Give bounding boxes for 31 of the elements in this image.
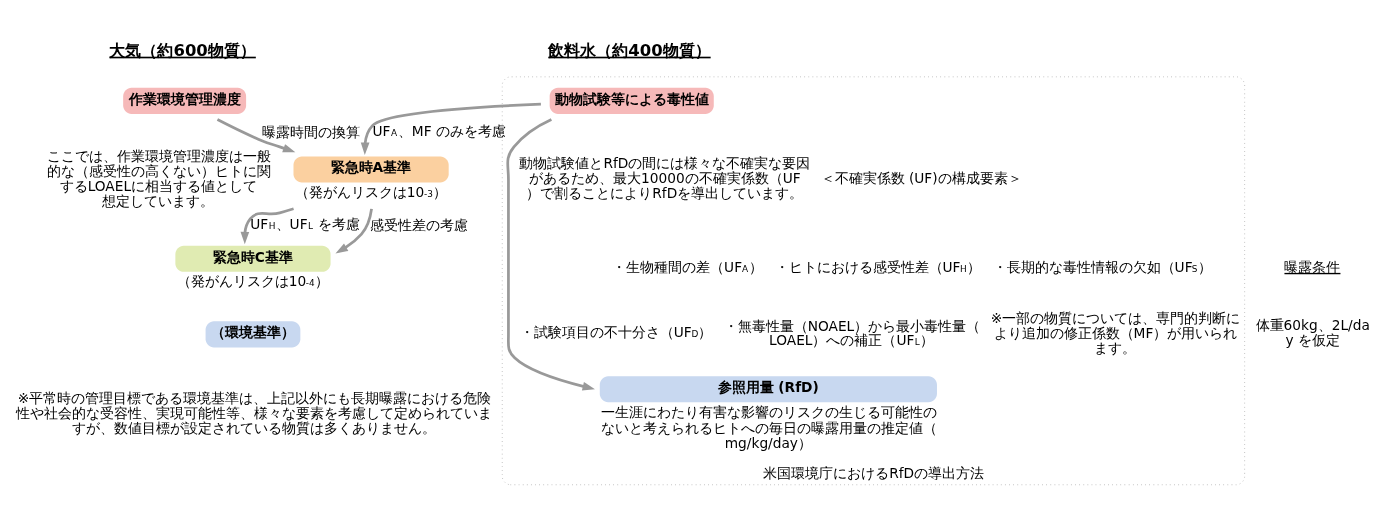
label: ※一部の物質については、専門的判断により追加の修正係数（MF）が用いられます。	[990, 309, 1241, 356]
arrow	[240, 207, 294, 245]
label: 飲料水（約400物質）	[548, 40, 711, 60]
node-label: （発がんリスクは10-4）	[176, 273, 329, 290]
arrow	[335, 208, 373, 254]
arrow	[216, 118, 296, 153]
node-box: 参照用量 (RfD)	[599, 376, 937, 403]
edge-label: 曝露時間の換算	[261, 123, 360, 140]
node-box: 緊急時A基準	[293, 156, 449, 183]
label: ＜不確実係数 (UF)の構成要素＞	[820, 170, 1022, 187]
arrow	[506, 118, 595, 391]
label: ・試験項目の不十分さ（UFD）	[519, 324, 713, 341]
node-label: （発がんリスクは10-3）	[294, 184, 447, 201]
edge-label: 感受性差の考慮	[369, 216, 468, 233]
label: ・ヒトにおける感受性差（UFH）	[774, 258, 981, 275]
arrow	[360, 102, 541, 155]
label: ここでは、作業環境管理濃度は一般的な（感受性の高くない）ヒトに関するLOAELに相当する値として想定しています。	[46, 147, 271, 209]
edge-label: UFH、UFL を考慮	[250, 216, 360, 233]
label: 大気（約600物質）	[109, 40, 256, 60]
node-box: （環境基準）	[205, 321, 301, 348]
node-label: 一生涯にわたり有害な影響のリスクの生じる可能性のないと考えられるヒトへの毎日の曝露用量の推定値（mg/kg/day）	[601, 404, 938, 451]
label: ・生物種間の差（UFA）	[612, 258, 763, 275]
label: 動物試験値とRfDの間には様々な不確実な要因があるため、最大10000の不確実係数（UF）で割ることによりRfDを導出しています。	[519, 155, 811, 202]
node-box: 緊急時C基準	[175, 245, 331, 272]
label: ※平常時の管理目標である環境基準は、上記以外にも長期曝露における危険性や社会的な受容性、実現可能性等、様々な要素を考慮して定められていますが、数値目標が設定されている物質は多くありません。	[16, 390, 493, 437]
node-box: 動物試験等による毒性値	[549, 87, 714, 114]
label: ・長期的な毒性情報の欠如（UFS）	[992, 258, 1212, 275]
label: 曝露条件	[1284, 258, 1341, 275]
label: ・無毒性量（NOAEL）から最小毒性量（LOAEL）への補正（UFL）	[723, 317, 981, 348]
label: 体重60kg、2L/day を仮定	[1255, 317, 1370, 349]
node-box: 作業環境管理濃度	[123, 87, 247, 114]
